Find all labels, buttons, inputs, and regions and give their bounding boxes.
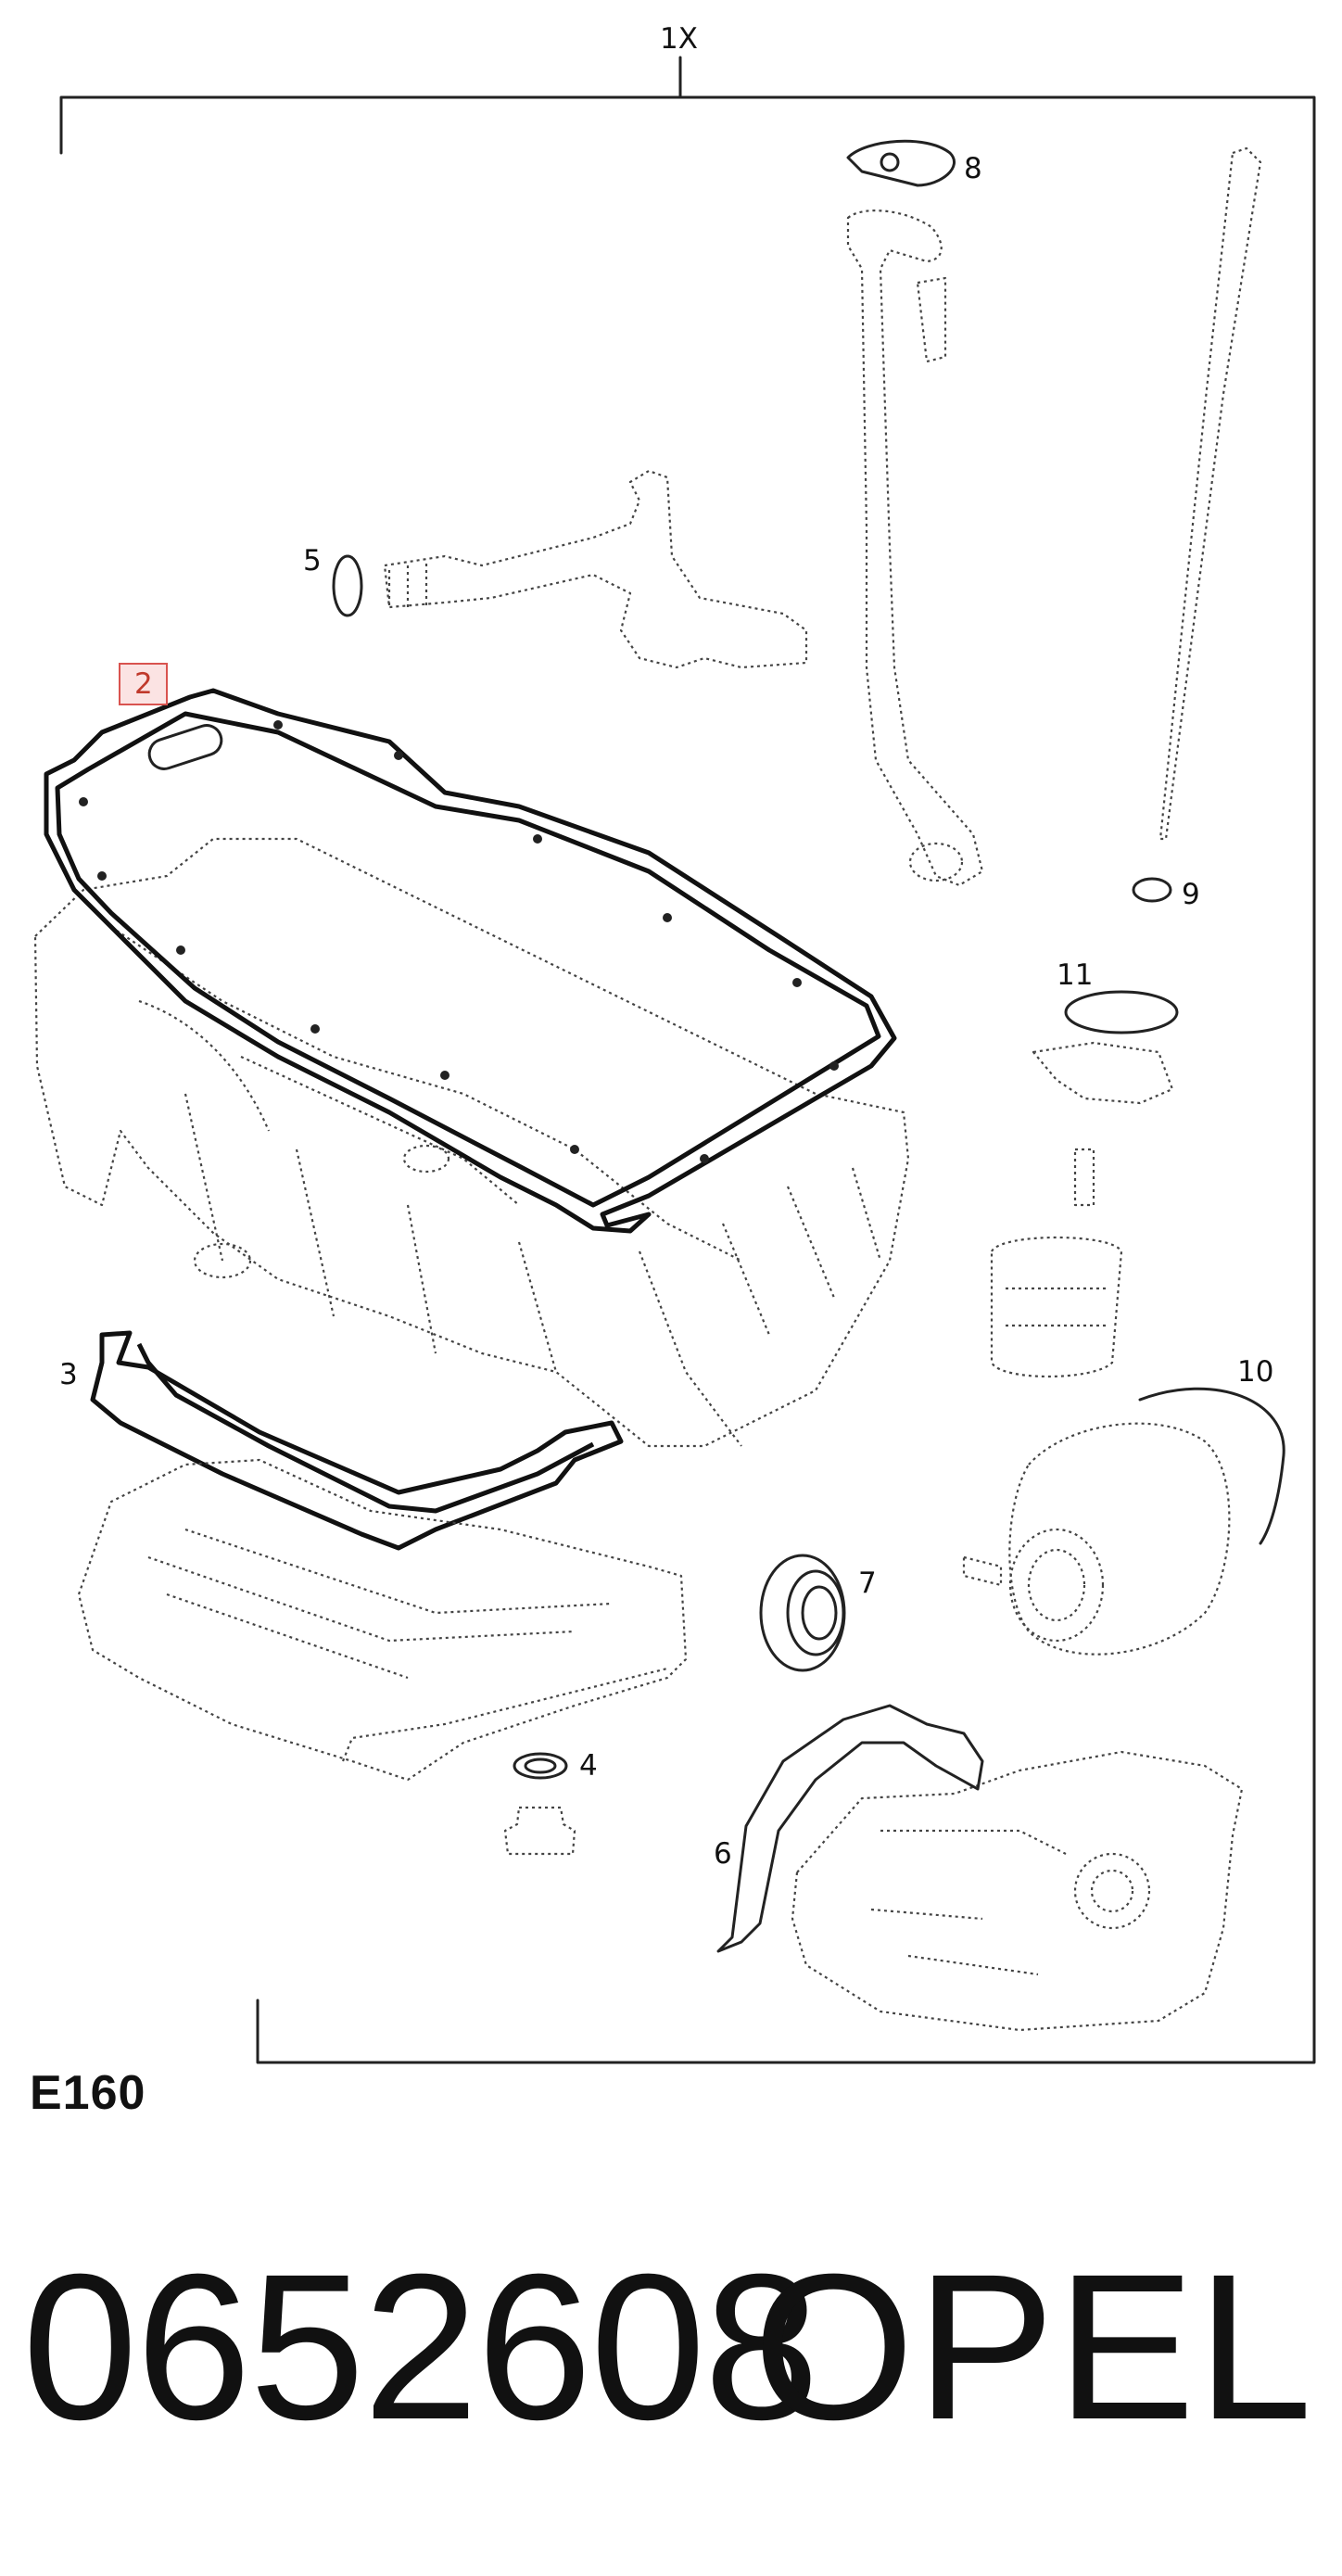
oil-pickup-tube: 5 bbox=[303, 469, 808, 669]
callout-7: 7 bbox=[858, 1567, 877, 1600]
callout-3: 3 bbox=[59, 1358, 78, 1391]
page-code: E160 bbox=[30, 2066, 146, 2120]
dipstick-tube: 8 bbox=[846, 139, 984, 887]
part-number: 0652608 bbox=[22, 2231, 819, 2463]
crankshaft-seal: 7 bbox=[759, 1554, 877, 1672]
callout-2-badge: 2 bbox=[119, 663, 168, 705]
callout-6: 6 bbox=[714, 1837, 732, 1871]
oil-pan-gasket-upper bbox=[44, 688, 897, 1234]
oil-pan-lower bbox=[77, 1458, 688, 1782]
brand-name: OPEL bbox=[753, 2231, 1314, 2463]
group-label: 1X bbox=[660, 22, 698, 56]
oil-filter-assembly: 11 bbox=[990, 958, 1179, 1378]
oil-pump-housing: 6 bbox=[714, 1704, 1244, 2032]
exploded-parts-diagram: 1X 4 bbox=[33, 22, 1316, 2064]
oil-pan-gasket-lower bbox=[90, 1330, 624, 1551]
water-pump: 10 bbox=[962, 1355, 1285, 1656]
callout-5: 5 bbox=[303, 544, 322, 577]
callout-4: 4 bbox=[579, 1749, 598, 1783]
kit-bracket: 1X bbox=[59, 22, 1316, 2064]
dipstick: 9 bbox=[1132, 146, 1262, 911]
oil-pan-upper bbox=[33, 837, 910, 1448]
callout-8: 8 bbox=[964, 152, 982, 185]
callout-10: 10 bbox=[1237, 1355, 1273, 1389]
drain-plug-and-washer: 4 bbox=[503, 1749, 598, 1856]
callout-2: 2 bbox=[134, 667, 153, 701]
callout-11: 11 bbox=[1057, 958, 1093, 992]
callout-9: 9 bbox=[1182, 878, 1200, 911]
